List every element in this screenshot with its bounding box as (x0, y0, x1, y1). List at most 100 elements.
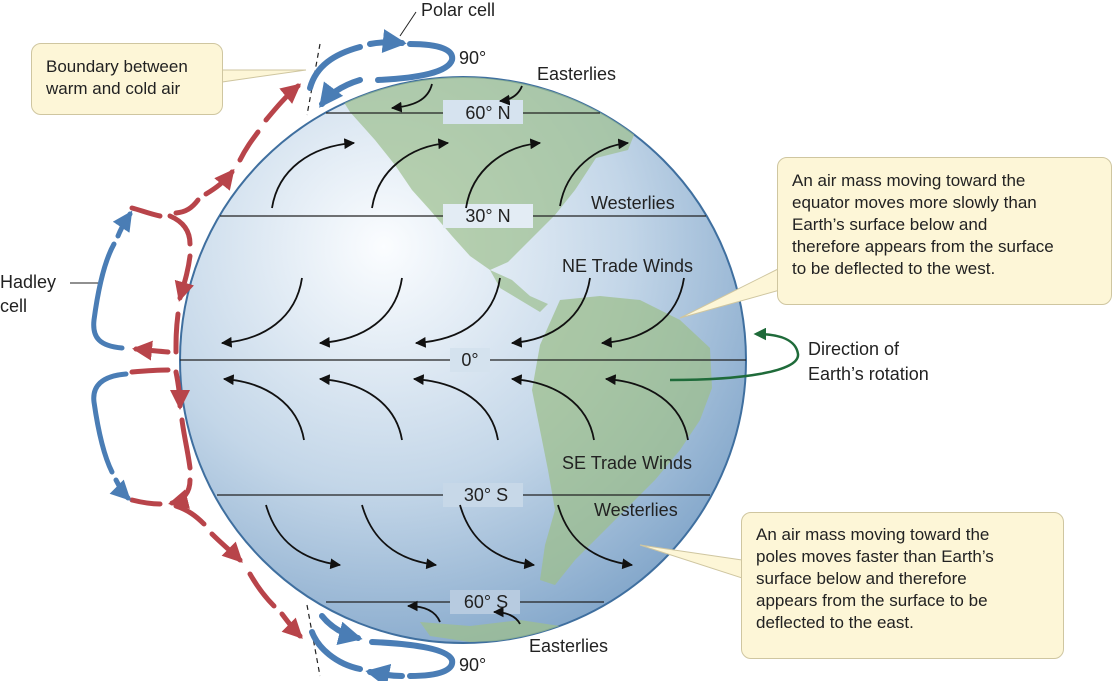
warm-air-arrow (167, 213, 193, 247)
cold-air-flow (91, 241, 125, 351)
warm-air-arrow (203, 168, 235, 197)
wind-arrow (412, 374, 499, 441)
warm-air-arrow (173, 197, 201, 216)
se-trade-winds-label: SE Trade Winds (562, 453, 692, 473)
callout-line: An air mass moving toward the (756, 525, 990, 544)
cold-air-flow (309, 629, 363, 672)
ne-trade-winds-label: NE Trade Winds (562, 256, 693, 276)
easterlies-top-label: Easterlies (537, 64, 616, 84)
callout-line: warm and cold air (46, 79, 181, 98)
wind-arrow (318, 277, 403, 348)
westerlies-south-arrows (265, 504, 634, 570)
wind-arrow (492, 606, 521, 625)
wind-arrow (390, 83, 433, 113)
cold-air-flow (112, 210, 133, 239)
westerlies-south-label: Westerlies (594, 500, 678, 520)
polar-cell-label: Polar cell (421, 0, 495, 20)
hadley-cell-north (91, 210, 133, 351)
hadley-label-line1: Hadley (0, 272, 56, 292)
warm-air-arrow (129, 497, 163, 507)
wind-arrow (265, 504, 342, 570)
warm-air-arrow (263, 83, 302, 123)
polar-easterlies-arrows (390, 83, 523, 625)
cold-air-flow (367, 29, 407, 54)
callout-line: to be deflected to the west. (792, 259, 996, 278)
callout-line: surface below and therefore (756, 569, 967, 588)
callout-line: An air mass moving toward the (792, 171, 1026, 190)
easterlies-bottom-label: Easterlies (529, 636, 608, 656)
wind-arrow (510, 374, 595, 441)
se-trade-wind-arrows (222, 374, 689, 441)
lat-label-30s: 30° S (464, 485, 508, 505)
wind-arrow (222, 374, 305, 441)
wind-arrow (600, 277, 685, 348)
warm-air-arrow (279, 611, 303, 639)
warm-air-arrow (247, 571, 277, 609)
warm-air-arrow (209, 531, 243, 563)
polar-cell-leader (399, 11, 417, 37)
boundary-callout-pointer (221, 69, 307, 83)
warm-air-arrow (129, 367, 171, 375)
equator-deflection-callout: An air mass moving toward the equator mo… (777, 157, 1112, 305)
polar-cell-north (307, 29, 456, 108)
cold-air-flow (307, 44, 363, 91)
warm-air-arrow (129, 205, 163, 219)
warm-air-arrow (132, 340, 171, 361)
wind-arrow (557, 504, 634, 570)
rotation-arrow (669, 327, 800, 382)
wind-arrow (604, 374, 689, 441)
callout-line: poles moves faster than Earth’s (756, 547, 994, 566)
hadley-label-line2: cell (0, 296, 27, 316)
callout-line: Earth’s surface below and (792, 215, 988, 234)
rotation-label-line1: Direction of (808, 339, 900, 359)
cold-air-flow (319, 613, 363, 645)
wind-arrow (465, 138, 542, 209)
wind-arrow (406, 600, 441, 623)
boundary-callout: Boundary between warm and cold air (31, 43, 223, 115)
continents (330, 77, 712, 642)
warm-air-arrow (173, 311, 181, 355)
polar-cell-south (309, 613, 456, 681)
south-america-landmass (532, 296, 712, 585)
warm-air-arrow (237, 129, 261, 163)
cold-air-flow (91, 371, 129, 475)
callout-line: equator moves more slowly than (792, 193, 1037, 212)
cold-air-flow (369, 639, 456, 679)
warm-air-flow-north (129, 83, 302, 361)
callout-line: appears from the surface to be (756, 591, 988, 610)
cold-air-flow (365, 663, 405, 681)
warm-air-arrow (168, 477, 193, 509)
wind-arrow (318, 374, 403, 441)
warm-air-arrow (169, 369, 190, 410)
poles-deflection-callout: An air mass moving toward the poles move… (741, 512, 1064, 659)
wind-arrow (414, 277, 501, 348)
lat-label-60s: 60° S (464, 592, 508, 612)
callout-line: deflected to the east. (756, 613, 914, 632)
warm-air-flow-south (129, 367, 303, 639)
lat-label-60n: 60° N (465, 103, 510, 123)
wind-arrow (510, 277, 591, 348)
ninety-top-label: 90° (459, 48, 486, 68)
cold-air-flow (375, 41, 456, 83)
lat-label-30n: 30° N (465, 206, 510, 226)
ninety-bottom-label: 90° (459, 655, 486, 675)
rotation-label-line2: Earth’s rotation (808, 364, 929, 384)
wind-arrow (271, 138, 356, 209)
lat-label-equator: 0° (461, 350, 478, 370)
central-america-landmass (490, 270, 548, 312)
warm-air-arrow (173, 503, 207, 527)
wind-arrow (459, 504, 536, 570)
warm-air-arrow (174, 253, 195, 302)
westerlies-north-label: Westerlies (591, 193, 675, 213)
wind-arrow (361, 504, 438, 570)
wind-arrow (559, 138, 630, 207)
cold-air-flow (109, 477, 131, 501)
warm-air-arrow (179, 417, 193, 471)
cold-air-flow (319, 77, 363, 108)
ne-trade-wind-arrows (220, 277, 685, 348)
wind-arrow (220, 277, 303, 348)
callout-line: Boundary between (46, 57, 188, 76)
callout-line: therefore appears from the surface (792, 237, 1054, 256)
north-america-landmass (330, 77, 640, 270)
